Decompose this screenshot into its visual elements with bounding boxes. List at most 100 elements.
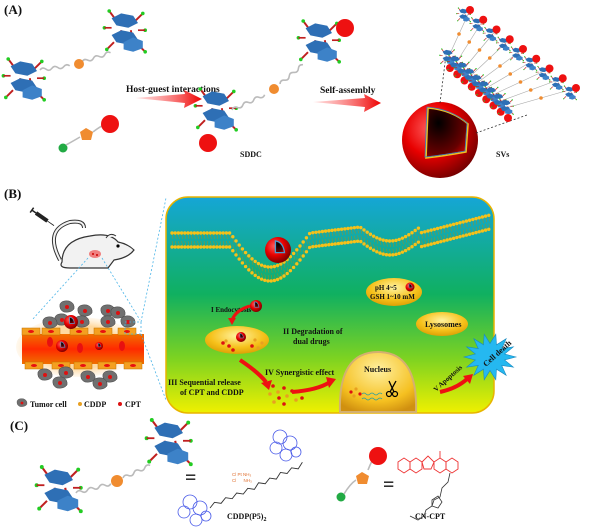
panel-b-label: (B) <box>4 186 21 201</box>
cpt-sphere-icon <box>479 15 488 24</box>
host-cartoon-c <box>33 417 194 515</box>
lipid-icon <box>378 237 382 255</box>
lipid-icon <box>224 231 229 249</box>
lipid-icon <box>359 225 363 244</box>
cell-interior: I Endocytosis II Degradation of dual dru… <box>165 196 518 414</box>
legend-cddp: CDDP <box>84 400 106 409</box>
lipid-icon <box>179 231 184 249</box>
lipid-icon <box>410 230 414 249</box>
cpt-sphere-icon <box>336 19 354 37</box>
lipid-icon <box>384 239 389 257</box>
cpt-sphere-icon <box>504 114 512 122</box>
panel-a-label: (A) <box>4 2 22 17</box>
tumor-cell-icon <box>42 316 58 329</box>
lipid-icon <box>205 231 209 249</box>
step-endocytosis: I Endocytosis <box>211 306 252 314</box>
lipid-icon <box>451 222 456 241</box>
cpt-sphere-icon <box>505 35 514 44</box>
lipid-icon <box>243 250 248 269</box>
lipid-icon <box>173 231 177 249</box>
green-bead-icon <box>58 143 68 153</box>
cddp-dot-icon <box>268 392 272 396</box>
endothelial-cell <box>73 361 93 370</box>
lipid-icon <box>477 216 481 234</box>
tumor-cell-icon <box>100 315 116 328</box>
lipid-icon <box>291 251 296 270</box>
lipid-icon <box>266 265 270 283</box>
red-blood-cell <box>119 341 125 351</box>
lipid-icon <box>263 264 267 282</box>
lipid-icon <box>429 228 433 246</box>
vesicle-icon <box>264 236 292 264</box>
lipid-icon <box>183 231 187 249</box>
endothelial-cell <box>24 361 44 370</box>
lipid-icon <box>400 236 405 254</box>
cddp-dot-icon <box>294 398 298 402</box>
lipid-icon <box>211 231 216 249</box>
lipid-icon <box>419 230 424 249</box>
lipid-icon <box>275 263 280 282</box>
cpt-sphere-icon <box>466 6 474 14</box>
lipid-icon <box>202 231 206 249</box>
lipid-icon <box>336 227 341 246</box>
lipid-icon <box>426 229 430 247</box>
lipid-icon <box>317 230 321 248</box>
tumor-cell-icon <box>37 368 53 381</box>
lipid-icon <box>464 219 469 237</box>
lipid-icon <box>195 231 200 249</box>
lipid-icon <box>199 231 203 249</box>
lipid-icon <box>320 229 325 248</box>
cddp-p5-structure: Cl Pt NH₃ Cl NH₃ <box>177 429 303 527</box>
green-bead-icon <box>336 492 346 502</box>
amphiphile-strand <box>489 74 567 116</box>
tumor-cell-icon <box>92 377 108 390</box>
svs-label: SVs <box>496 150 509 159</box>
step-release-line2: of CPT and CDDP <box>180 388 244 397</box>
lipid-icon <box>394 238 398 257</box>
cpt-sphere-icon <box>101 115 119 133</box>
syringe-icon <box>29 207 55 226</box>
lipid-icon <box>371 234 376 252</box>
vesicle-icon <box>235 331 247 343</box>
step-synergistic: IV Synergistic effect <box>265 368 335 377</box>
lipid-icon <box>227 231 232 249</box>
platinum-bead-icon <box>111 475 123 487</box>
svg-text:Cl NH₃: Cl NH₃ <box>232 478 252 483</box>
cpt-sphere-icon <box>519 45 527 53</box>
lipid-icon <box>471 217 475 236</box>
lipid-icon <box>461 220 465 238</box>
equals-sign-guest: = <box>383 474 394 496</box>
lysosome-ph: pH 4~5 <box>375 284 397 292</box>
panel-c-label: (C) <box>10 418 28 433</box>
lipid-icon <box>339 227 344 245</box>
nucleus-label: Nucleus <box>364 365 391 374</box>
panel-c: (C) = Cl Pt NH₃ Cl <box>10 417 459 527</box>
pillararene-icon <box>33 464 84 515</box>
lipid-icon <box>218 231 222 249</box>
platinum-bead-icon <box>74 59 84 69</box>
lipid-icon <box>362 228 366 246</box>
vesicle-icon <box>249 299 263 313</box>
cpt-sphere-icon <box>532 54 541 63</box>
lipid-icon <box>259 263 264 281</box>
pillar5arene-icon <box>177 429 302 527</box>
lipid-icon <box>279 262 283 280</box>
lysosomes-label: Lysosomes <box>425 320 461 329</box>
lipid-icon <box>189 231 193 249</box>
sddc-complex <box>192 18 354 152</box>
lipid-icon <box>311 230 315 249</box>
cn-cpt-label: CN-CPT <box>415 512 446 521</box>
pt-center-label: Cl Pt NH₃ <box>232 472 252 477</box>
lipid-icon <box>301 240 305 258</box>
legend-tumor-cell: Tumor cell <box>30 400 67 409</box>
scissors-icon <box>385 380 399 398</box>
lipid-icon <box>237 243 241 261</box>
lipid-icon <box>208 231 213 249</box>
guest-molecule-a <box>58 115 119 153</box>
lipid-icon <box>375 236 379 254</box>
lipid-icon <box>215 231 219 249</box>
lipid-icon <box>416 226 421 244</box>
lipid-icon <box>221 231 225 249</box>
pillararene-icon <box>101 8 148 55</box>
